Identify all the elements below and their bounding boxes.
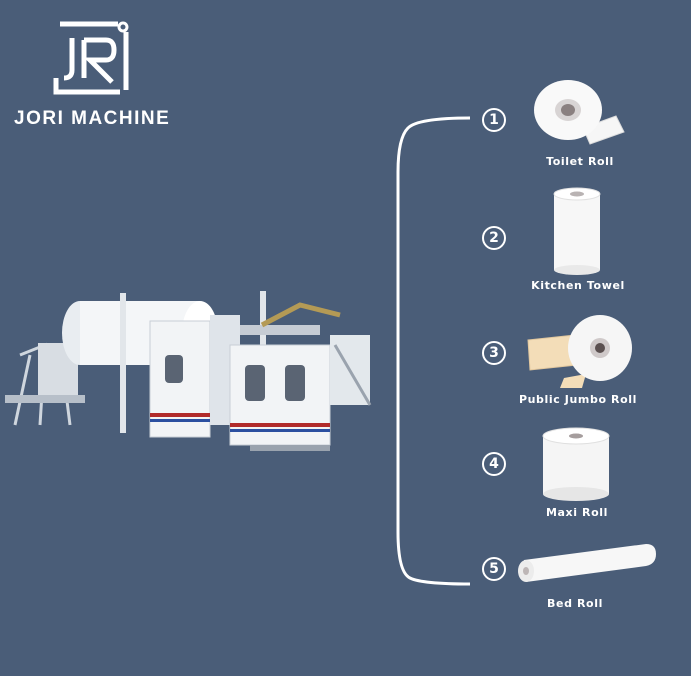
jumbo-roll-icon: [527, 315, 632, 388]
kitchen-towel-icon: [553, 187, 601, 275]
brand-name: JORI MACHINE: [14, 108, 171, 129]
product-number-4: 4: [482, 452, 506, 476]
bed-roll-icon: [518, 544, 656, 582]
product-number-3: 3: [482, 341, 506, 365]
product-label-1: Toilet Roll: [546, 155, 614, 168]
maxi-roll-icon: [542, 427, 610, 501]
product-number-1: 1: [482, 108, 506, 132]
rewinding-machine-image: [5, 291, 372, 451]
product-label-5: Bed Roll: [547, 597, 603, 610]
toilet-roll-icon: [534, 80, 625, 145]
jori-logo: [53, 21, 129, 95]
product-label-2: Kitchen Towel: [531, 279, 625, 292]
product-label-4: Maxi Roll: [545, 506, 609, 519]
bracket-line: [396, 116, 471, 586]
product-label-3: Public Jumbo Roll: [518, 393, 638, 406]
product-number-2: 2: [482, 226, 506, 250]
product-number-5: 5: [482, 557, 506, 581]
